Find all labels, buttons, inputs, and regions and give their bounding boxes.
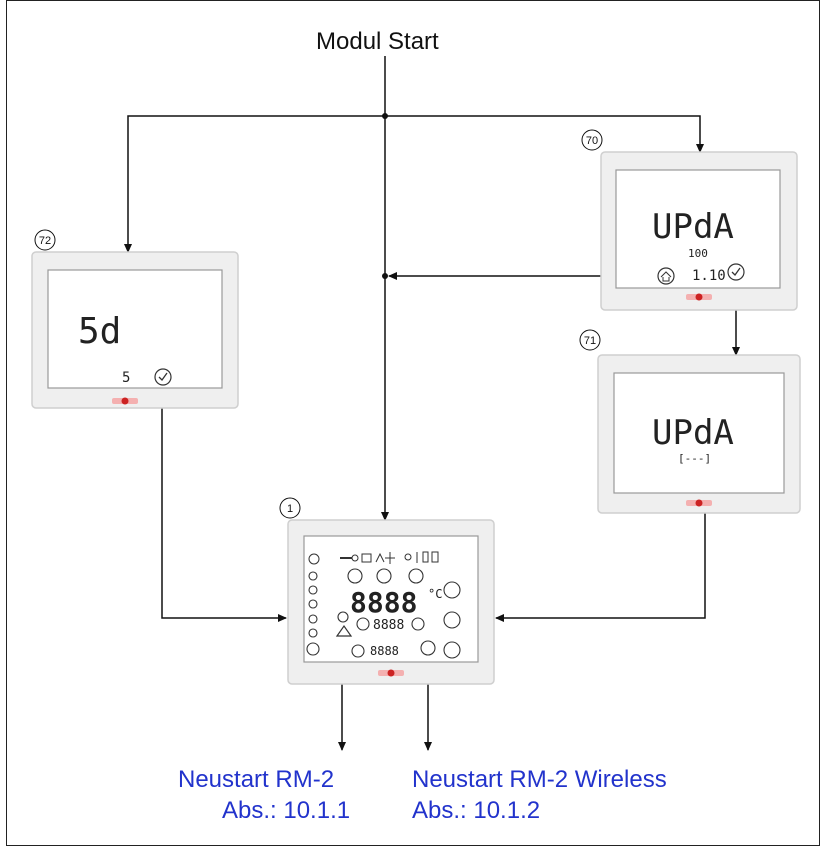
device-70-sub-text: 1.10 xyxy=(692,268,726,284)
output-right-line1: Neustart RM-2 Wireless xyxy=(412,765,667,795)
link-71-to-1 xyxy=(496,512,705,618)
output-left-line2: Abs.: 10.1.1 xyxy=(222,796,350,826)
output-left-line1: Neustart RM-2 xyxy=(178,765,334,795)
link-72-to-1 xyxy=(162,378,286,618)
output-right-line2: Abs.: 10.1.2 xyxy=(412,796,540,826)
device-70-mid-text: 100 xyxy=(688,247,708,260)
device-1-unit-text: °C xyxy=(428,587,442,601)
branch-to-70 xyxy=(385,116,700,152)
device-1-mid-text: 8888 xyxy=(373,618,404,633)
device-71-main-text: UPdA xyxy=(652,413,734,453)
junction-dot xyxy=(382,273,388,279)
device-72-sub-text: 5 xyxy=(122,370,130,386)
device-1-sub-text: 8888 xyxy=(370,644,399,658)
device-70-main-text: UPdA xyxy=(652,207,734,247)
device-71: UPdA [---] xyxy=(598,355,800,513)
ref-badge-71-label: 71 xyxy=(584,335,596,347)
device-1: 8888 °C 8888 8888 xyxy=(288,520,494,684)
junction-dot xyxy=(382,113,388,119)
device-70: UPdA 100 1.10 xyxy=(601,152,797,310)
branch-to-72 xyxy=(128,116,385,252)
device-72-main-text: 5d xyxy=(78,311,121,352)
device-71-sub-text: [---] xyxy=(678,452,711,465)
ref-badge-72-label: 72 xyxy=(39,235,51,247)
ref-badge-70-label: 70 xyxy=(586,135,598,147)
device-1-main-text: 8888 xyxy=(350,586,417,619)
ref-badge-1-label: 1 xyxy=(287,503,293,515)
device-72: 5d 5 xyxy=(32,252,238,408)
